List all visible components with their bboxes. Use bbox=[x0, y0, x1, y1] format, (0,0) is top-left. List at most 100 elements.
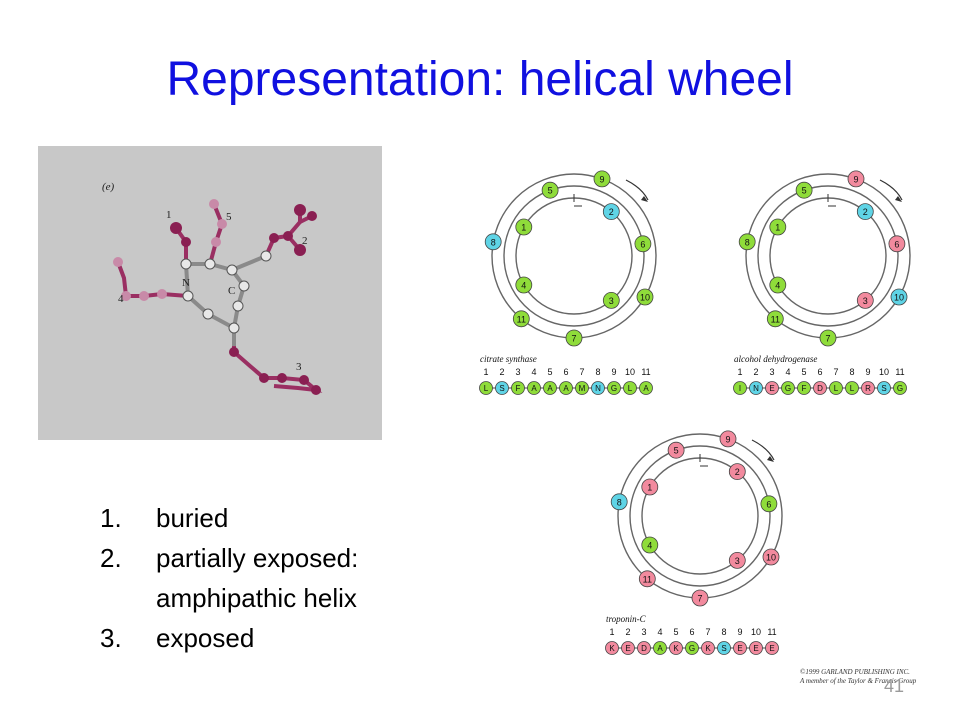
wheel-residue: 1 bbox=[515, 218, 533, 236]
residue-position-label: 7 bbox=[571, 334, 576, 344]
list-item: 2. partially exposed: bbox=[100, 538, 358, 578]
sequence-residue-marker bbox=[543, 381, 557, 395]
backbone-bonds bbox=[183, 254, 267, 346]
sequence-residue-marker bbox=[591, 381, 605, 395]
list-text: partially exposed: bbox=[156, 543, 359, 573]
sequence-residue-marker bbox=[527, 381, 541, 395]
sequence-residue-letter: M bbox=[579, 384, 586, 393]
sequence-position-label: 2 bbox=[753, 367, 758, 377]
residue-position-label: 11 bbox=[771, 314, 780, 324]
sequence-position-label: 7 bbox=[705, 627, 710, 637]
residue-position-label: 7 bbox=[697, 594, 702, 604]
sequence-residue-marker bbox=[637, 641, 651, 655]
sequence-residue-letter: S bbox=[499, 384, 504, 393]
sequence-residue-letter: E bbox=[625, 644, 630, 653]
wheel-residue: 1 bbox=[769, 218, 787, 236]
sequence-position-label: 11 bbox=[767, 627, 776, 637]
wheel-residue: 3 bbox=[602, 291, 620, 309]
sequence-residue-letter: F bbox=[516, 384, 521, 393]
sequence-position-label: 1 bbox=[609, 627, 614, 637]
residue-marker bbox=[636, 288, 654, 306]
wheel-residue: 10 bbox=[890, 288, 908, 306]
protein-name: troponin-C bbox=[606, 614, 647, 624]
start-marker bbox=[699, 454, 708, 467]
wheel-residue: 9 bbox=[593, 170, 611, 188]
sequence-residue-marker bbox=[607, 381, 621, 395]
wheel-residue: 2 bbox=[856, 203, 874, 220]
list-item: 1.buried bbox=[100, 498, 358, 538]
molecule-drawing: (e) bbox=[102, 181, 323, 395]
sequence-residue-letter: L bbox=[628, 384, 633, 393]
slide-number: 41 bbox=[884, 676, 905, 696]
residue-marker bbox=[541, 181, 559, 199]
residue-marker bbox=[890, 288, 908, 306]
wheel-residue: 9 bbox=[847, 170, 865, 188]
sequence-position-label: 2 bbox=[499, 367, 504, 377]
list-number: 2. bbox=[100, 543, 122, 573]
atom-label-1: 1 bbox=[166, 209, 172, 221]
sequence-position-label: 9 bbox=[611, 367, 616, 377]
sequence-position-label: 1 bbox=[737, 367, 742, 377]
atoms bbox=[113, 199, 321, 395]
sequence-position-label: 9 bbox=[865, 367, 870, 377]
slide-title: Representation: helical wheel bbox=[166, 53, 794, 106]
copyright-notice: ©1999 GARLAND PUBLISHING INC. A member o… bbox=[800, 668, 916, 686]
residue-marker bbox=[634, 235, 652, 253]
residue-position-label: 6 bbox=[640, 239, 645, 249]
residue-marker bbox=[719, 430, 737, 448]
residue-marker bbox=[856, 203, 874, 220]
residue-marker bbox=[769, 276, 787, 294]
residue-marker bbox=[795, 181, 813, 199]
direction-arrow bbox=[751, 439, 775, 461]
sequence-residue-marker bbox=[621, 641, 635, 655]
atom-label-n: N bbox=[182, 277, 190, 289]
residue-marker bbox=[641, 478, 659, 496]
wheel-middle-ring bbox=[629, 445, 771, 587]
sequence-residue-marker bbox=[765, 381, 779, 395]
sequence-residue-marker bbox=[765, 641, 779, 655]
sequence-position-label: 4 bbox=[657, 627, 662, 637]
sequence-residue-letter: S bbox=[721, 644, 726, 653]
sequence-residue-marker bbox=[623, 381, 637, 395]
residue-marker bbox=[856, 291, 874, 309]
start-marker bbox=[573, 194, 582, 207]
sequence-residue-marker bbox=[813, 381, 827, 395]
residue-marker bbox=[512, 310, 530, 328]
residue-marker bbox=[602, 203, 620, 220]
sequence-residue-marker bbox=[893, 381, 907, 395]
panel-label: (e) bbox=[102, 181, 115, 193]
wheel-residue: 3 bbox=[856, 291, 874, 309]
sequence-residue-letter: A bbox=[643, 384, 649, 393]
residue-marker bbox=[638, 570, 656, 588]
sequence-position-label: 4 bbox=[531, 367, 536, 377]
sequence-residue-marker bbox=[717, 641, 731, 655]
sequence-residue-letter: A bbox=[531, 384, 537, 393]
residue-position-label: 5 bbox=[548, 186, 553, 196]
residue-position-label: 3 bbox=[735, 556, 740, 566]
residue-position-label: 2 bbox=[735, 467, 740, 477]
sequence-residue-letter: E bbox=[753, 644, 758, 653]
atom-label-5: 5 bbox=[226, 211, 232, 223]
sequence-position-label: 6 bbox=[689, 627, 694, 637]
sequence-residue-letter: G bbox=[611, 384, 617, 393]
sequence-position-label: 11 bbox=[641, 367, 650, 377]
residue-marker bbox=[515, 218, 533, 236]
sequence-residue-marker bbox=[575, 381, 589, 395]
wheel-residue: 8 bbox=[738, 233, 756, 251]
sequence-residue-marker bbox=[605, 641, 619, 655]
list-text: amphipathic helix bbox=[156, 583, 357, 613]
wheel-residue: 8 bbox=[484, 233, 502, 251]
residue-marker bbox=[602, 291, 620, 309]
residue-position-label: 8 bbox=[745, 237, 750, 247]
sequence-residue-letter: A bbox=[547, 384, 553, 393]
sequence-residue-letter: L bbox=[850, 384, 855, 393]
wheel-residue: 8 bbox=[610, 493, 628, 511]
residue-position-label: 8 bbox=[491, 237, 496, 247]
residue-marker bbox=[760, 495, 778, 513]
residue-position-label: 11 bbox=[643, 574, 652, 584]
sequence-position-label: 10 bbox=[751, 627, 761, 637]
